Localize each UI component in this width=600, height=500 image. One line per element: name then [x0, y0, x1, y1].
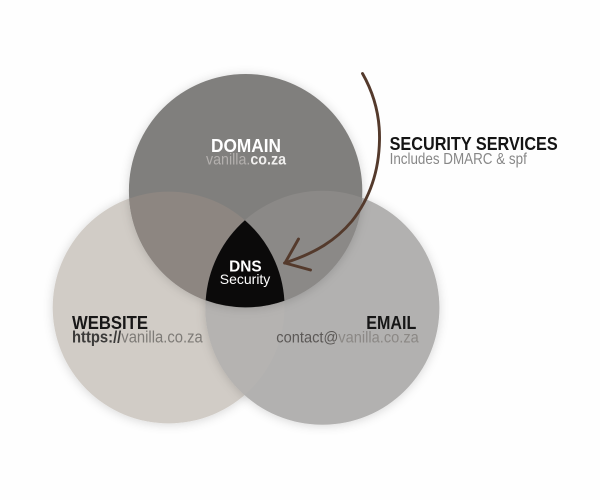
svg-text:DNS: DNS — [229, 259, 262, 276]
svg-text:https://vanilla.co.za: https://vanilla.co.za — [72, 328, 203, 346]
svg-text:DOMAIN: DOMAIN — [211, 136, 281, 156]
svg-text:Includes DMARC & spf: Includes DMARC & spf — [390, 151, 528, 168]
svg-text:vanilla.co.za: vanilla.co.za — [206, 152, 286, 169]
svg-text:EMAIL: EMAIL — [366, 313, 416, 333]
svg-text:SECURITY SERVICES: SECURITY SERVICES — [390, 134, 558, 154]
svg-text:WEBSITE: WEBSITE — [72, 313, 148, 333]
svg-text:Security: Security — [220, 271, 270, 287]
svg-text:contact@vanilla.co.za: contact@vanilla.co.za — [276, 329, 419, 346]
